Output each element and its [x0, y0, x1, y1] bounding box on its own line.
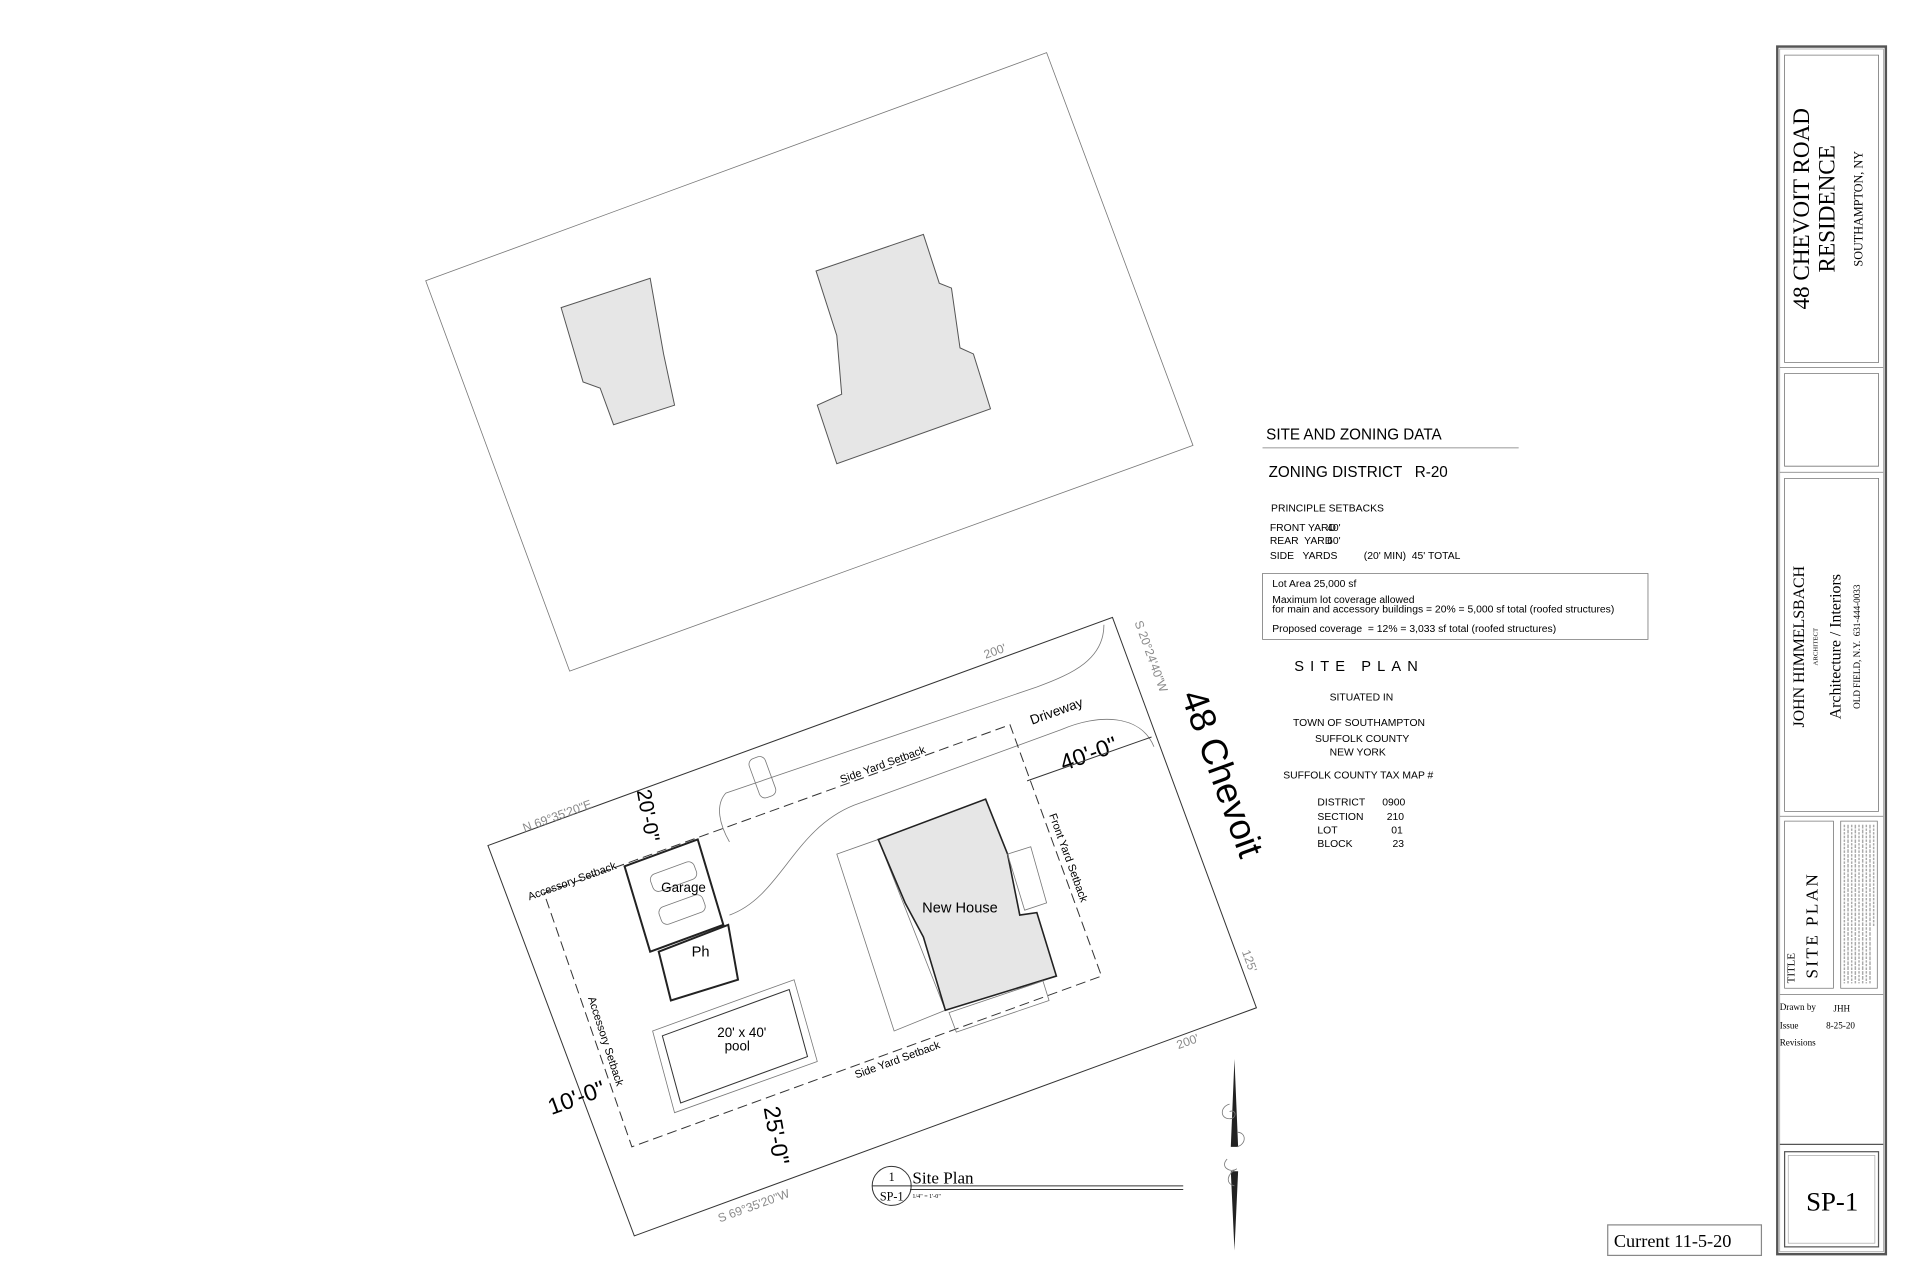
callout-scale: 1/4" = 1'-0" [912, 1194, 941, 1200]
tax-label: LOT [1317, 825, 1338, 836]
setback-value: 60' [1327, 536, 1341, 547]
lot-dim-bottom: 200' [1175, 1031, 1201, 1052]
sheet-title: SITE PLAN [1803, 872, 1822, 979]
setback-label: FRONT YARD [1270, 523, 1336, 534]
callout-number: 1 [889, 1170, 895, 1184]
site-plan-heading: SITE PLAN [1294, 659, 1424, 675]
pool-label: pool [725, 1038, 750, 1053]
callout-sheet: SP-1 [880, 1190, 904, 1204]
sheet-title-panel [1785, 821, 1834, 988]
zoning-district: ZONING DISTRICT R-20 [1269, 464, 1448, 481]
zoning-heading: SITE AND ZONING DATA [1266, 426, 1442, 443]
architect-contact: OLD FIELD, N.Y. 631-444-0033 [1852, 584, 1862, 709]
tax-label: BLOCK [1317, 839, 1352, 850]
front-yard-label: Front Yard Setback [1046, 812, 1089, 904]
architect-role: ARCHITECT [1813, 628, 1820, 666]
lot-dim-top: 200' [982, 641, 1008, 662]
architect-practice: Architecture / Interiors [1828, 574, 1845, 719]
title-label: TITLE [1785, 953, 1797, 984]
tax-value: 0900 [1382, 797, 1405, 808]
pool-size-label: 20' x 40' [717, 1025, 766, 1040]
bearing-north: N 69°35'20"E [521, 797, 594, 835]
subject-lot [488, 617, 1256, 1235]
garage-label: Garage [661, 880, 706, 895]
tax-value: 210 [1387, 812, 1405, 823]
fine-print-notes [1841, 821, 1878, 988]
drawing-callout: 1 SP-1 Site Plan 1/4" = 1'-0" [872, 1166, 1183, 1205]
town: TOWN OF SOUTHAMPTON [1293, 718, 1425, 729]
accessory-top-label: Accessory Setback [526, 860, 618, 903]
drawn-by-label: Drawn by [1780, 1002, 1817, 1012]
max-coverage-2: for main and accessory buildings = 20% =… [1272, 605, 1614, 616]
tax-value: 01 [1391, 825, 1403, 836]
current-date: Current 11-5-20 [1614, 1231, 1732, 1251]
setbacks-heading: PRINCIPLE SETBACKS [1271, 503, 1384, 514]
situated-in: SITUATED IN [1330, 692, 1394, 703]
project-line1: 48 CHEVOIT ROAD [1789, 108, 1815, 310]
neighbor-lot [426, 53, 1193, 671]
tax-map-heading: SUFFOLK COUNTY TAX MAP # [1283, 770, 1433, 781]
lot-area: Lot Area 25,000 sf [1272, 579, 1356, 590]
setback-value: 40' [1327, 523, 1341, 534]
project-panel [1785, 55, 1879, 362]
tax-value: 23 [1392, 839, 1404, 850]
tax-label: SECTION [1317, 812, 1363, 823]
north-arrow-icon [1222, 1059, 1244, 1251]
street-label: 48 Chevoit [1173, 684, 1271, 862]
tax-label: DISTRICT [1317, 797, 1365, 808]
rear-dim: 25'-0" [759, 1104, 795, 1167]
setback-label: REAR YARD [1270, 536, 1332, 547]
blank-panel [1785, 373, 1879, 466]
state: NEW YORK [1330, 747, 1386, 758]
max-coverage-1: Maximum lot coverage allowed [1272, 595, 1414, 606]
project-line2: RESIDENCE [1815, 145, 1841, 272]
callout-title: Site Plan [912, 1168, 974, 1187]
issue-label: Issue [1780, 1021, 1799, 1031]
setback-line [544, 725, 1101, 1147]
accessory-left-label: Accessory Setback [585, 995, 625, 1088]
issue-date: 8-25-20 [1826, 1021, 1855, 1031]
title-block: 48 CHEVOIT ROAD RESIDENCE SOUTHAMPTON, N… [1776, 45, 1888, 1256]
current-stamp: Current 11-5-20 [1607, 1224, 1763, 1257]
project-location: SOUTHAMPTON, NY [1852, 151, 1866, 267]
architect-name: JOHN HIMMELSBACH [1791, 566, 1808, 728]
new-house-label: New House [922, 901, 998, 917]
pool-house-label: Ph [692, 945, 710, 961]
neighbor-building-large [816, 234, 990, 463]
accessory-top-dim: 20'-0" [632, 788, 664, 844]
neighbor-building-small [561, 278, 674, 424]
bearing-east: S 20°24'40"W [1132, 619, 1171, 695]
setback-label: SIDE YARDS [1270, 551, 1338, 562]
sheet-number: SP-1 [1806, 1186, 1858, 1216]
drawn-by: JHH [1833, 1003, 1850, 1013]
proposed-coverage: Proposed coverage = 12% = 3,033 sf total… [1272, 624, 1556, 635]
new-house [878, 799, 1056, 1010]
sheet-number-box [1783, 1151, 1880, 1248]
driveway [720, 625, 1104, 842]
setback-value: (20' MIN) 45' TOTAL [1364, 551, 1461, 562]
zoning-data: SITE AND ZONING DATA ZONING DISTRICT R-2… [1263, 426, 1648, 850]
county: SUFFOLK COUNTY [1315, 734, 1409, 745]
driveway-label: Driveway [1028, 695, 1085, 728]
front-dim: 40'-0" [1057, 731, 1121, 776]
side-yard-bottom-label: Side Yard Setback [853, 1039, 942, 1081]
architect-panel [1785, 478, 1879, 811]
pool-house [659, 925, 738, 1001]
revisions-label: Revisions [1780, 1038, 1816, 1048]
garage [625, 839, 724, 951]
pool [653, 980, 818, 1113]
